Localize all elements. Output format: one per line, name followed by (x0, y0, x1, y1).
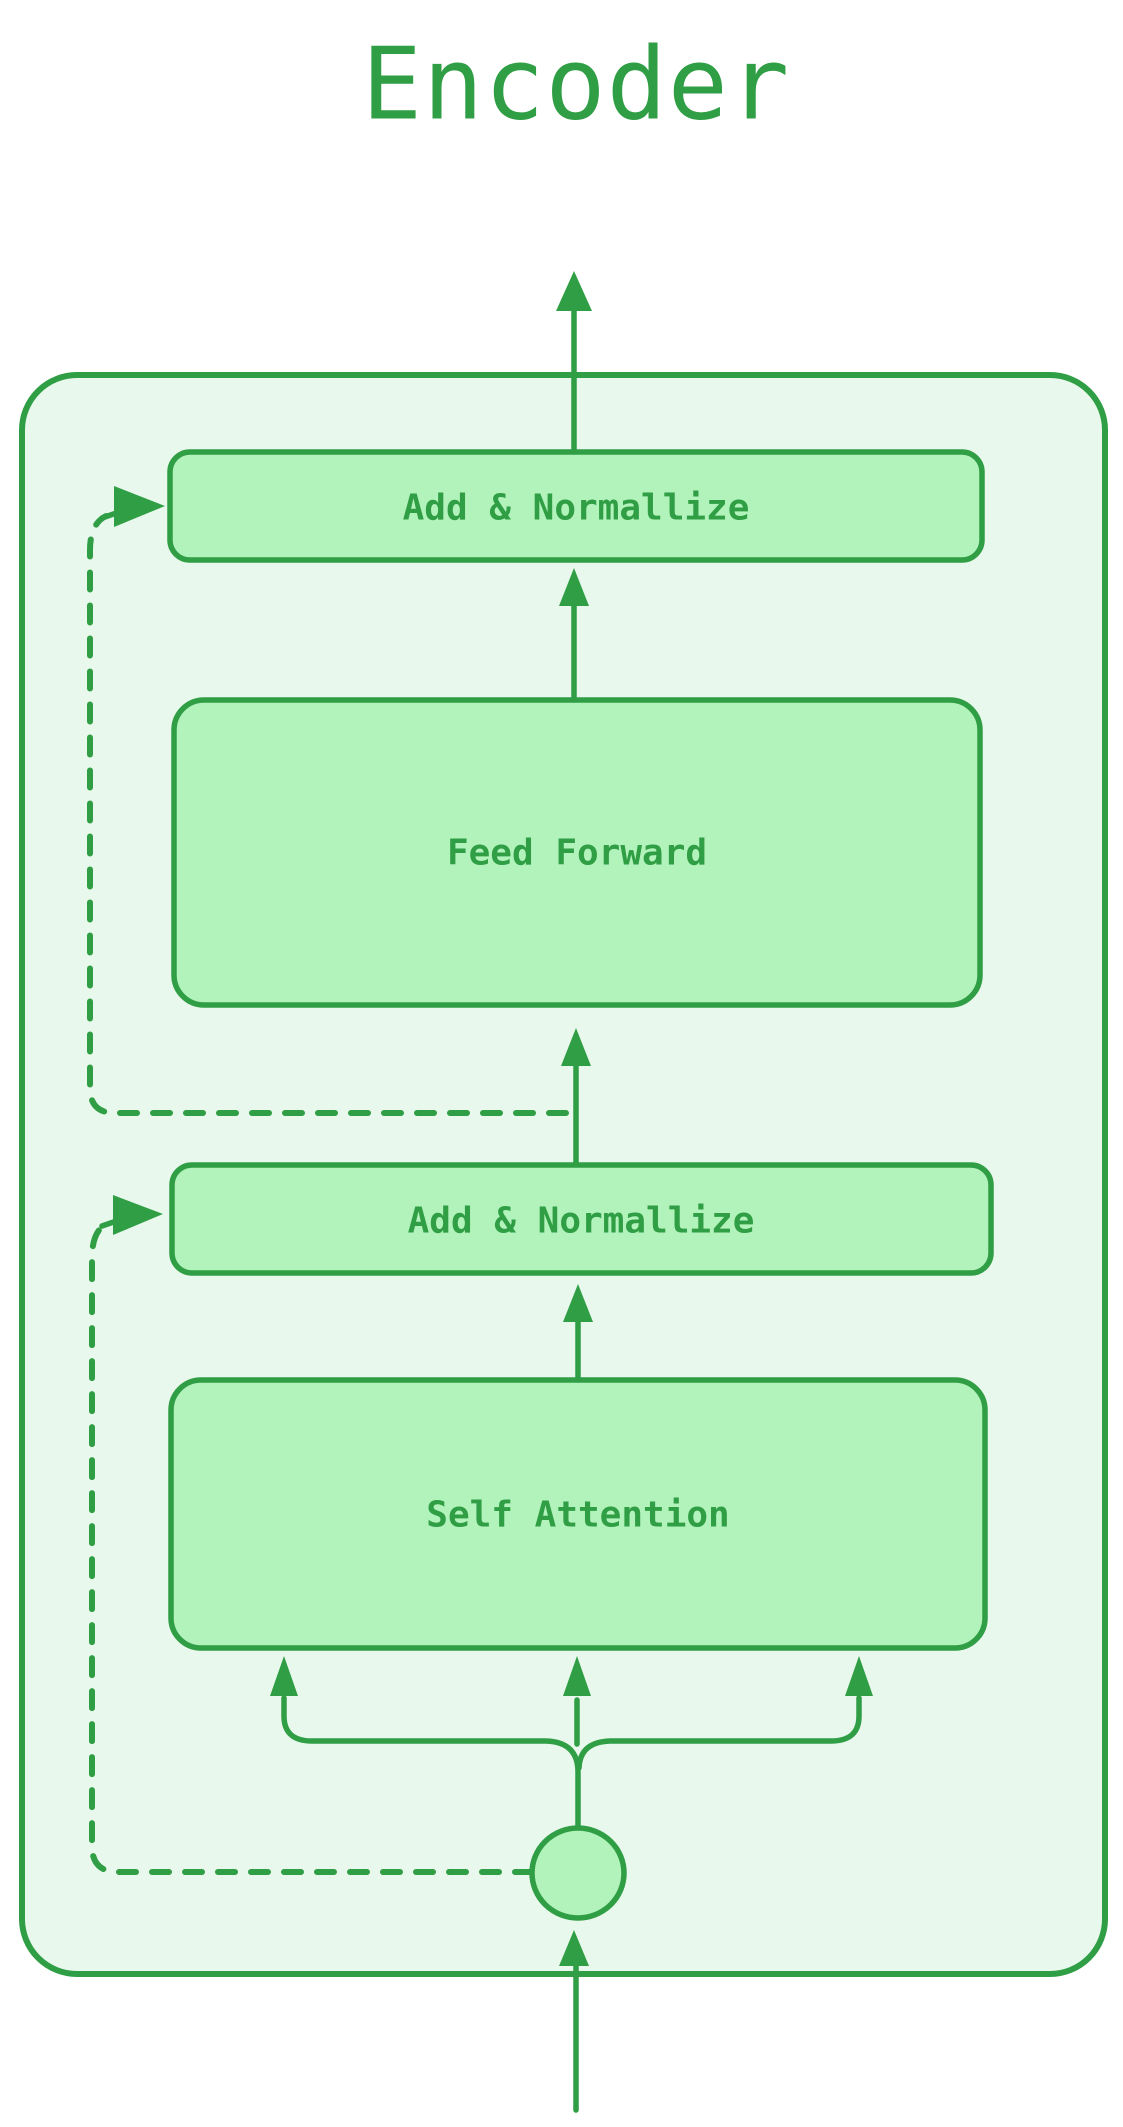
arrow-feedforward-to-addnorm-top (559, 568, 589, 703)
residual-arrowhead (113, 1195, 163, 1235)
arrow-addnorm-bottom-to-feedforward (561, 1028, 591, 1166)
self-attention-label: Self Attention (426, 1495, 729, 1536)
input-arrowhead-center (563, 1656, 591, 1696)
input-arrowhead-left (270, 1656, 298, 1696)
self-attention-box (168, 1377, 988, 1651)
arrowhead (559, 568, 589, 606)
arrowhead (561, 1028, 591, 1066)
input-branch (270, 1656, 873, 1833)
add-normalize-bottom-box (169, 1162, 994, 1276)
add-normalize-bottom-label: Add & Normallize (408, 1201, 755, 1242)
output-arrowhead (556, 271, 592, 311)
input-arrowhead (559, 1930, 589, 1966)
input-arrowhead-right (845, 1656, 873, 1696)
residual-skip-bottom (89, 1195, 535, 1875)
arrowhead (563, 1284, 593, 1322)
residual-dashed-path (89, 1221, 535, 1875)
output-arrow (556, 271, 592, 453)
input-branch-right (576, 1695, 862, 1771)
feed-forward-label: Feed Forward (447, 833, 707, 874)
arrow-selfattention-to-addnorm-bottom (563, 1284, 593, 1381)
residual-skip-top (87, 486, 569, 1116)
add-normalize-top-label: Add & Normallize (403, 488, 750, 529)
input-node-circle (529, 1825, 627, 1921)
feed-forward-box (171, 697, 983, 1008)
residual-dashed-path (87, 513, 569, 1116)
add-normalize-top-box (167, 449, 985, 563)
input-arrow (559, 1930, 589, 2113)
residual-arrowhead (114, 486, 165, 527)
page-title: Encoder (362, 26, 790, 143)
input-branch-left-and-stem (281, 1695, 581, 1833)
